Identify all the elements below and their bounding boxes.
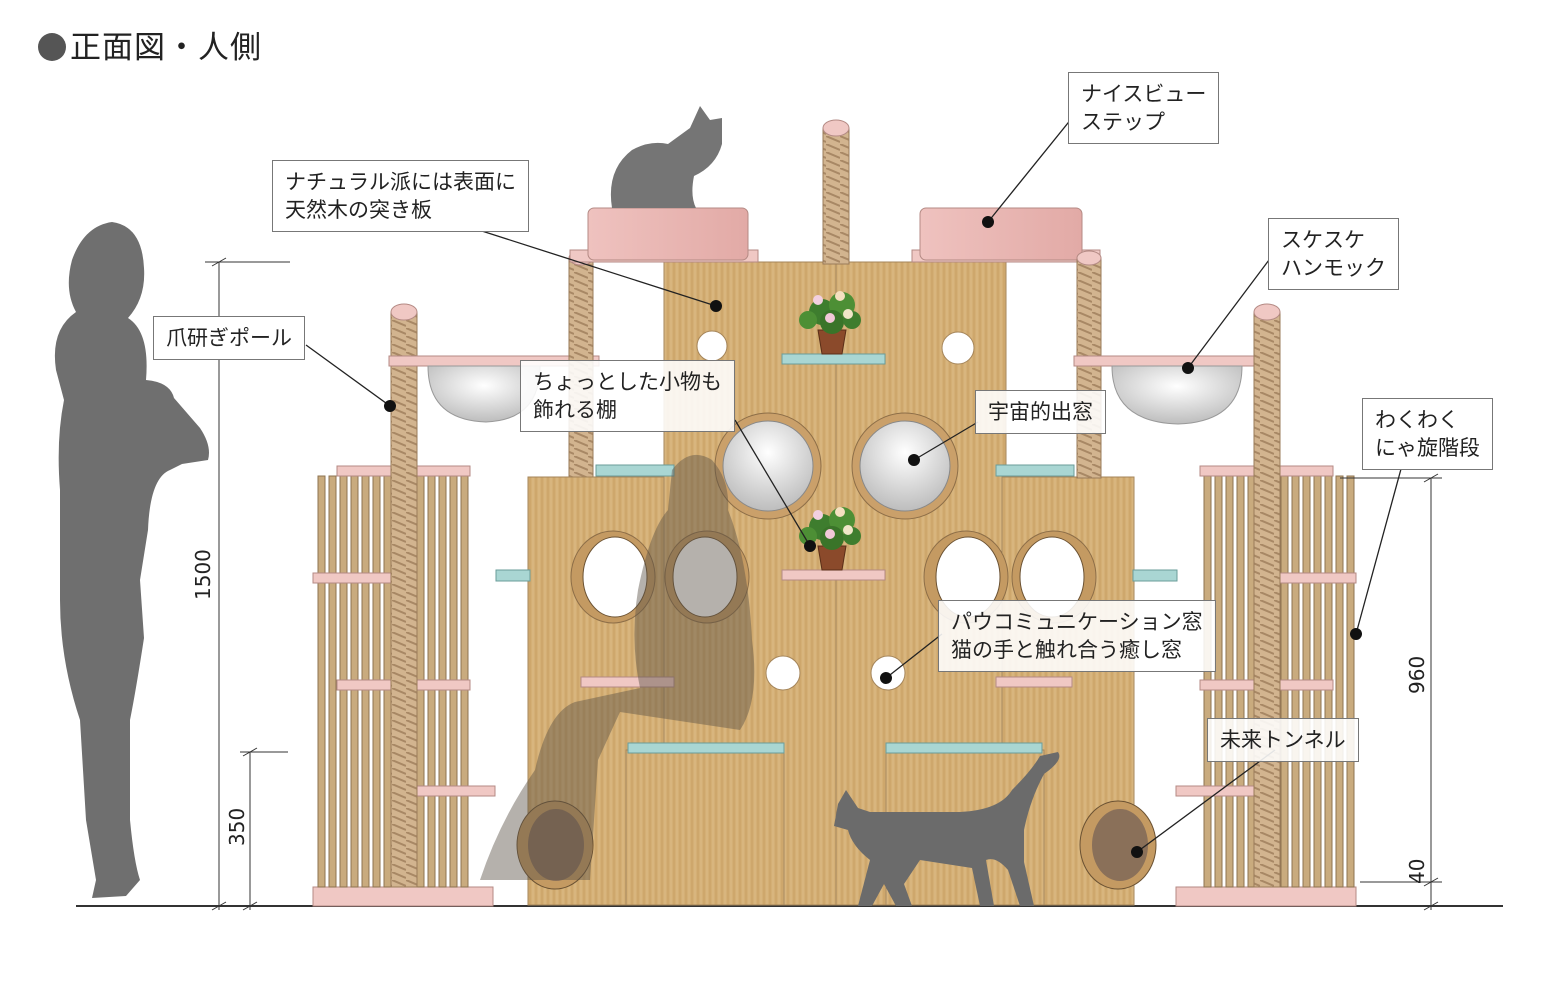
leader-lines [305,117,1405,853]
hammock-bowl [1111,365,1243,425]
teal-shelf [995,464,1075,477]
small-hole [941,331,975,365]
central-tower [495,261,1178,906]
scratching-pole [1076,257,1102,479]
sitting-cat-icon [610,106,722,208]
teal-shelf [1132,569,1178,582]
wood-box [625,749,785,906]
callout-sukeske-hammock: スケスケ ハンモック [1268,218,1399,290]
human-silhouette [54,222,209,898]
pink-shelf [781,569,886,581]
teal-shelf [885,742,1043,754]
walking-cat-icon [834,752,1060,906]
teal-shelf [627,742,785,754]
dimension-350: 350 [225,808,249,846]
scratching-pole [822,127,850,265]
page-title: 正面図・人側 [38,22,262,67]
callout-nice-view-step: ナイスビュー ステップ [1068,72,1220,144]
callout-paw-communication: パウコミュニケーション窓 猫の手と触れ合う癒し窓 [938,600,1216,672]
dimension-1500: 1500 [191,549,215,600]
small-hole [696,330,728,362]
potted-plant-icon [799,507,861,571]
slat [1335,475,1344,888]
callout-wakuwaku-stairs: わくわく にゃ旋階段 [1362,398,1493,470]
pink-shelf [580,676,675,688]
seated-person-silhouette [480,454,755,880]
callout-future-tunnel: 未来トンネル [1207,718,1359,762]
callout-cosmic-bay-window: 宇宙的出窓 [975,390,1106,434]
potted-plant-icon [799,291,861,355]
dimension-lines [205,257,1442,911]
bullet-icon [38,33,66,61]
slat [328,475,337,888]
dimension-40: 40 [1405,859,1429,884]
callout-scratching-pole: 爪研ぎポール [153,316,305,360]
scratching-pole [390,311,418,888]
pink-shelf [995,676,1073,688]
teal-shelf [781,353,886,365]
leader-dots [384,216,1362,858]
small-hole [765,655,801,691]
title-text: 正面図・人側 [70,30,262,66]
hammock-bar [1073,355,1281,367]
view-step [587,207,749,261]
teal-shelf [595,464,675,477]
teal-shelf [495,569,531,582]
scratching-pole [1253,311,1281,888]
slat [317,475,326,888]
dimension-960: 960 [1405,656,1429,694]
view-step [919,207,1083,261]
bay-window [722,420,814,512]
bay-window [859,420,951,512]
callout-natural-veneer: ナチュラル派には表面に 天然木の突き板 [272,160,529,232]
slat [1346,475,1355,888]
callout-small-shelf: ちょっとした小物も 飾れる棚 [520,360,735,432]
